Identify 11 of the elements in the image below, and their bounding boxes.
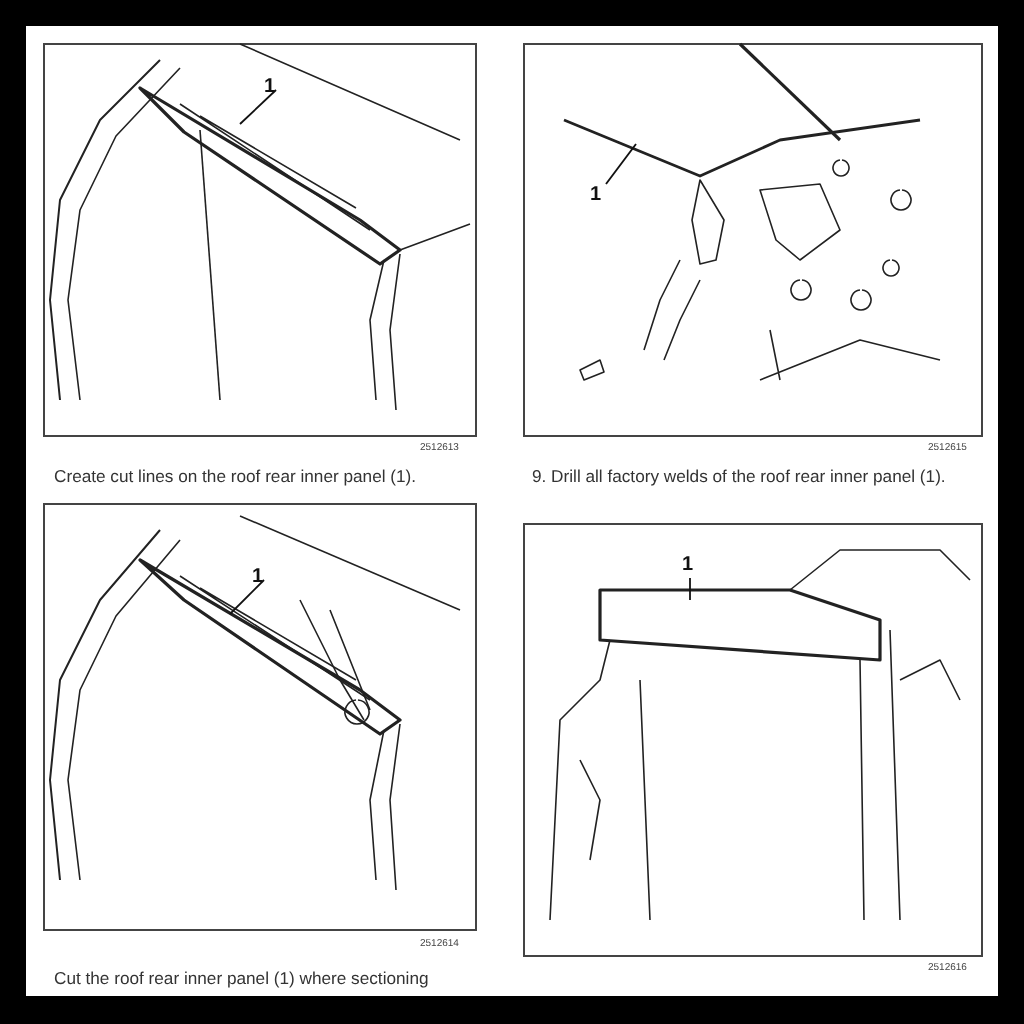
caption: Cut the roof rear inner panel (1) where sectioning [54,968,431,990]
caption: Create cut lines on the roof rear inner panel (1). [54,466,419,488]
callout-number: 1 [590,184,602,206]
caption: 9. Drill all factory welds of the roof rear inner panel (1). [532,466,948,488]
callout-number: 1 [252,566,264,588]
leader-line [605,143,637,185]
leader-line [229,579,265,615]
leader-line [689,577,691,601]
callout-number: 1 [264,76,276,98]
leader-line [239,89,277,125]
callout-number: 1 [682,554,694,576]
